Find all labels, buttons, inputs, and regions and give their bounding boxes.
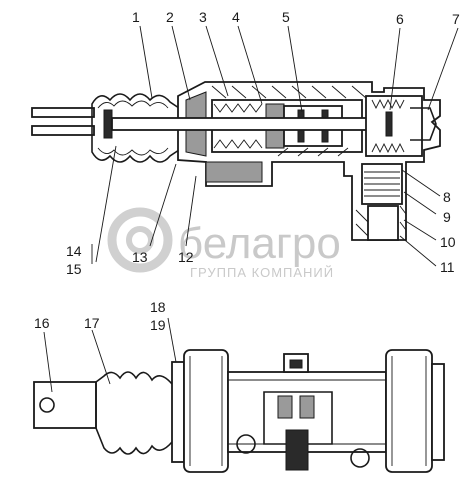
callout-14: 14 <box>66 243 82 259</box>
callout-15: 15 <box>66 261 82 277</box>
sectional-view <box>31 81 441 241</box>
callout-6: 6 <box>396 11 404 27</box>
callout-12: 12 <box>178 249 194 265</box>
callout-16: 16 <box>34 315 50 331</box>
callout-13: 13 <box>132 249 148 265</box>
callout-4: 4 <box>232 9 240 25</box>
callout-numbers: 1 2 3 4 5 6 7 8 9 10 11 12 13 14 15 16 1… <box>34 9 460 333</box>
callout-9: 9 <box>443 209 451 225</box>
callout-19: 19 <box>150 317 166 333</box>
callout-2: 2 <box>166 9 174 25</box>
callout-8: 8 <box>443 189 451 205</box>
callout-3: 3 <box>199 9 207 25</box>
callout-18: 18 <box>150 299 166 315</box>
callout-7: 7 <box>452 11 460 27</box>
watermark: белагро ГРУППА КОМПАНИЙ <box>107 207 341 280</box>
watermark-tagline: ГРУППА КОМПАНИЙ <box>190 265 334 280</box>
external-view <box>33 349 445 473</box>
callout-10: 10 <box>440 234 456 250</box>
watermark-logo-icon <box>107 207 173 273</box>
callout-5: 5 <box>282 9 290 25</box>
leader-lines <box>43 25 459 393</box>
watermark-brand: белагро <box>178 219 341 268</box>
callout-1: 1 <box>132 9 140 25</box>
callout-11: 11 <box>440 259 455 275</box>
callout-17: 17 <box>84 315 100 331</box>
